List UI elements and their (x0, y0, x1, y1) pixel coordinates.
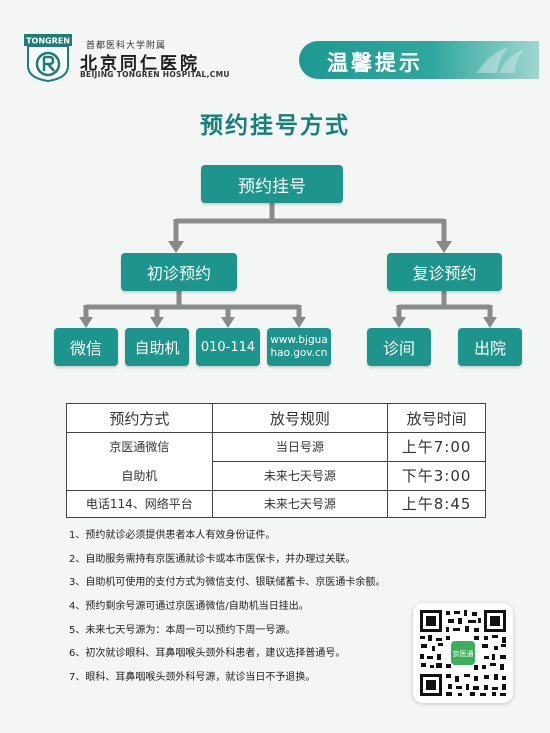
table-header: 预约方式 (66, 403, 213, 433)
note-item: 3、自助机可使用的支付方式为微信支付、银联储蓄卡、京医通卡余额。 (69, 577, 386, 589)
arrowhead-first (168, 241, 184, 253)
banner-title: 温馨提示 (327, 51, 423, 75)
arrowhead-zzj (150, 317, 164, 328)
arrowhead-zj (392, 317, 406, 328)
time-cell: 上午7:00 (387, 432, 486, 462)
time-cell: 上午8:45 (387, 489, 486, 519)
channel-website: www.bjgua hao.gov.cn (267, 328, 331, 366)
arrowhead-wx (79, 317, 93, 328)
table-header: 放号规则 (211, 403, 389, 433)
method-cell: 京医通微信 自助机 (66, 432, 213, 491)
notice-banner: 温馨提示 (299, 41, 539, 79)
table-row: 京医通微信 自助机 当日号源 上午7:00 (66, 432, 486, 491)
note-item: 4、预约剩余号源可通过京医通微信/自助机当日挂出。 (69, 601, 309, 613)
arrowhead-web (292, 317, 306, 328)
note-item: 7、眼科、耳鼻咽喉头颈外科号源，就诊当日不予退换。 (69, 672, 316, 684)
hospital-name-en: BEIJING TONGREN HOSPITAL,CMU (80, 70, 230, 79)
channel-phone: 010-114 (196, 328, 260, 366)
method-cell: 电话114、网络平台 (66, 489, 213, 519)
decorative-swoosh-icon (477, 47, 525, 73)
time-cell: 下午3:00 (387, 460, 486, 491)
arrowhead-cy (483, 317, 497, 328)
rule-cell: 未来七天号源 (211, 489, 389, 519)
flow-root-appointment: 预约挂号 (201, 165, 343, 203)
table-header: 放号时间 (387, 403, 486, 433)
svg-text:TONGREN: TONGREN (26, 37, 70, 46)
hospital-logo-icon: TONGREN (24, 34, 72, 82)
note-item: 2、自助服务需持有京医通就诊卡或本市医保卡，并办理过关联。 (69, 553, 356, 565)
note-item: 1、预约就诊必须提供患者本人有效身份证件。 (69, 530, 276, 541)
rule-cell: 当日号源 (211, 432, 389, 462)
channel-discharge: 出院 (458, 328, 522, 366)
channel-wechat: 微信 (54, 328, 118, 366)
note-item: 5、未来七天号源为：本周一可以预约下周一号源。 (69, 624, 296, 636)
rule-cell: 未来七天号源 (211, 460, 389, 491)
page-title: 预约挂号方式 (200, 113, 350, 139)
table-row: 电话114、网络平台 未来七天号源 上午8:45 (66, 489, 486, 519)
flow-return-visit: 复诊预约 (387, 253, 502, 291)
table-header-row: 预约方式 放号规则 放号时间 (66, 403, 486, 433)
channel-kiosk: 自助机 (125, 328, 189, 366)
hospital-affiliation: 首都医科大学附属 (86, 41, 167, 51)
hospital-name: 北京同仁医院 (80, 54, 200, 74)
table-row: 未来七天号源 下午3:00 (67, 460, 486, 491)
qr-code-icon[interactable]: 京医通 (418, 608, 508, 698)
channel-clinic: 诊间 (367, 328, 431, 366)
release-schedule-table: 预约方式 放号规则 放号时间 京医通微信 自助机 当日号源 上午7:00 未来七… (66, 403, 486, 519)
qr-center-label: 京医通 (453, 649, 474, 658)
flow-first-visit: 初诊预约 (121, 253, 237, 291)
qr-code-card[interactable]: 京医通 (413, 603, 513, 703)
method-line: 自助机 (121, 469, 158, 484)
arrowhead-return (436, 241, 452, 253)
arrowhead-114 (221, 317, 235, 328)
method-line: 京医通微信 (109, 440, 170, 455)
note-item: 6、初次就诊眼科、耳鼻咽喉头颈外科患者，建议选择普通号。 (69, 648, 346, 660)
notes-list: 1、预约就诊必须提供患者本人有效身份证件。 2、自助服务需持有京医通就诊卡或本市… (69, 529, 409, 695)
